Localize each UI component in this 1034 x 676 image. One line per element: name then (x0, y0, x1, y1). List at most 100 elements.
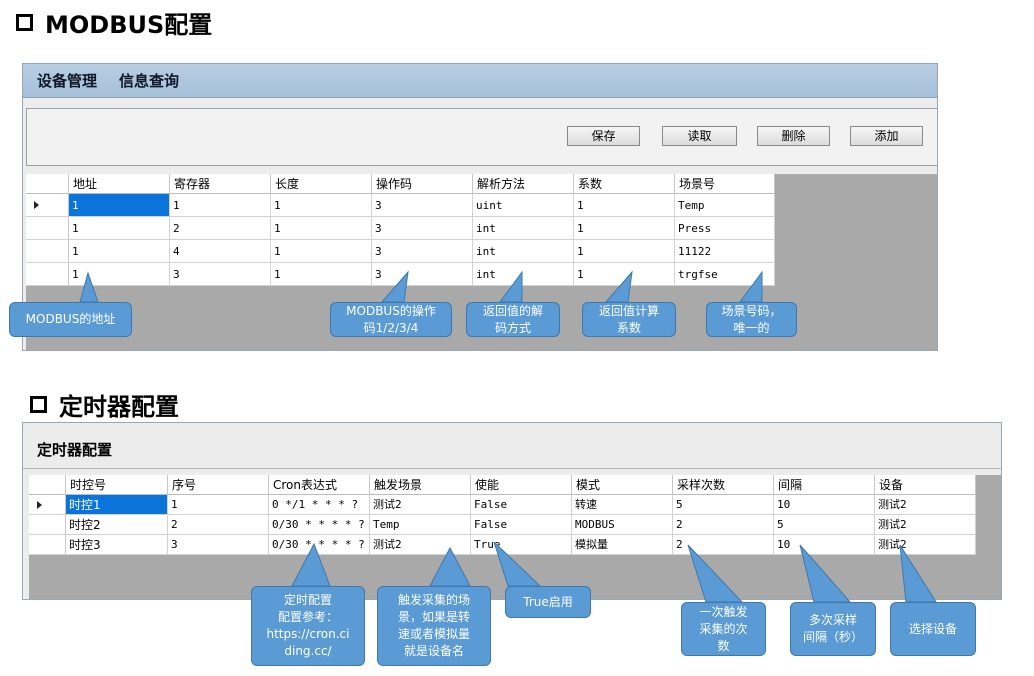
table-cell[interactable]: 3 (168, 535, 269, 555)
table-cell[interactable]: 5 (673, 495, 774, 515)
table-cell[interactable]: 3 (372, 263, 473, 286)
column-header-trigger-scene[interactable]: 触发场景 (370, 475, 471, 495)
table-cell[interactable]: 3 (372, 194, 473, 217)
column-header-cron[interactable]: Cron表达式 (269, 475, 370, 495)
row-header[interactable] (26, 263, 69, 286)
table-cell[interactable]: 1 (69, 194, 170, 217)
table-cell[interactable]: 1 (69, 263, 170, 286)
table-cell[interactable]: False (471, 495, 572, 515)
table-cell[interactable]: 0 */1 * * * ? (269, 495, 370, 515)
column-header-seq[interactable]: 序号 (168, 475, 269, 495)
table-cell[interactable]: 5 (774, 515, 875, 535)
read-button[interactable]: 读取 (662, 126, 737, 146)
delete-button[interactable]: 删除 (757, 126, 830, 146)
table-cell[interactable]: 模拟量 (572, 535, 673, 555)
table-cell[interactable]: 1 (271, 240, 372, 263)
timer-heading-text: 定时器配置 (59, 393, 179, 421)
row-header[interactable] (26, 240, 69, 263)
callout-text: 码方式 (494, 320, 531, 335)
table-cell[interactable]: 1 (69, 217, 170, 240)
table-cell[interactable]: 11122 (675, 240, 775, 263)
table-cell[interactable]: 测试2 (875, 495, 976, 515)
column-header-timer-id[interactable]: 时控号 (66, 475, 168, 495)
column-header-parse-method[interactable]: 解析方法 (473, 174, 574, 194)
add-button[interactable]: 添加 (850, 126, 923, 146)
table-cell[interactable]: 时控2 (66, 515, 168, 535)
row-header[interactable] (29, 515, 66, 535)
table-cell[interactable]: Temp (675, 194, 775, 217)
table-cell[interactable]: 1 (574, 240, 675, 263)
row-header[interactable] (26, 194, 69, 217)
table-cell[interactable]: 10 (774, 495, 875, 515)
table-cell[interactable]: 10 (774, 535, 875, 555)
table-cell[interactable]: False (471, 515, 572, 535)
table-cell[interactable]: int (473, 263, 574, 286)
table-cell[interactable]: 1 (574, 194, 675, 217)
column-header-register[interactable]: 寄存器 (170, 174, 271, 194)
row-header[interactable] (26, 217, 69, 240)
table-cell[interactable]: 1 (168, 495, 269, 515)
table-cell[interactable]: 2 (168, 515, 269, 535)
column-header-scene-no[interactable]: 场景号 (675, 174, 775, 194)
table-cell[interactable]: 2 (170, 217, 271, 240)
table-cell[interactable]: 测试2 (875, 515, 976, 535)
table-cell[interactable]: 时控1 (66, 495, 168, 515)
table-cell[interactable]: 3 (170, 263, 271, 286)
menu-device-management[interactable]: 设备管理 (37, 72, 98, 90)
table-cell[interactable]: 1 (271, 217, 372, 240)
table-cell[interactable]: 1 (271, 194, 372, 217)
table-cell[interactable]: 1 (574, 217, 675, 240)
table-cell[interactable]: int (473, 240, 574, 263)
table-cell[interactable]: Temp (370, 515, 471, 535)
table-cell[interactable]: trgfse (675, 263, 775, 286)
table-cell[interactable]: 测试2 (370, 495, 471, 515)
menu-info-query[interactable]: 信息查询 (119, 72, 180, 90)
table-cell[interactable]: 时控3 (66, 535, 168, 555)
table-cell[interactable]: 0/30 * * * * ? (269, 535, 370, 555)
table-cell[interactable]: True (471, 535, 572, 555)
table-cell[interactable]: 测试2 (875, 535, 976, 555)
table-cell[interactable]: 测试2 (370, 535, 471, 555)
table-cell[interactable]: 1 (574, 263, 675, 286)
callout-modbus-address: MODBUS的地址 (9, 302, 132, 337)
table-cell[interactable]: MODBUS (572, 515, 673, 535)
column-header-interval[interactable]: 间隔 (774, 475, 875, 495)
column-header-coefficient[interactable]: 系数 (574, 174, 675, 194)
table-cell[interactable]: 2 (673, 535, 774, 555)
callout-text: 唯一的 (733, 320, 770, 335)
column-header-mode[interactable]: 模式 (572, 475, 673, 495)
callout-cron: 定时配置 配置参考： https://cron.ci ding.cc/ (251, 586, 365, 666)
column-header-opcode[interactable]: 操作码 (372, 174, 473, 194)
table-cell[interactable]: 0/30 * * * * ? (269, 515, 370, 535)
callout-text: 返回值计算 (598, 303, 659, 318)
row-header[interactable] (29, 535, 66, 555)
table-cell[interactable]: 转速 (572, 495, 673, 515)
table-cell[interactable]: int (473, 217, 574, 240)
table-cell[interactable]: 1 (69, 240, 170, 263)
callout-text: 返回值的解 (482, 303, 543, 318)
table-cell[interactable]: 3 (372, 240, 473, 263)
column-header-enable[interactable]: 使能 (471, 475, 572, 495)
table-cell[interactable]: uint (473, 194, 574, 217)
column-header-device[interactable]: 设备 (875, 475, 976, 495)
table-cell[interactable]: 2 (673, 515, 774, 535)
table-cell[interactable]: Press (675, 217, 775, 240)
table-cell[interactable]: 4 (170, 240, 271, 263)
column-header-length[interactable]: 长度 (271, 174, 372, 194)
timer-data-grid[interactable]: 时控号 序号 Cron表达式 触发场景 使能 模式 采样次数 间隔 设备 时控1… (29, 475, 1001, 599)
menu-bar: 设备管理 信息查询 (23, 64, 937, 98)
table-cell[interactable]: 1 (271, 263, 372, 286)
row-header[interactable] (29, 495, 66, 515)
table-cell[interactable]: 1 (170, 194, 271, 217)
table-cell[interactable]: 3 (372, 217, 473, 240)
save-button[interactable]: 保存 (567, 126, 640, 146)
column-header-sample-count[interactable]: 采样次数 (673, 475, 774, 495)
column-header-address[interactable]: 地址 (69, 174, 170, 194)
